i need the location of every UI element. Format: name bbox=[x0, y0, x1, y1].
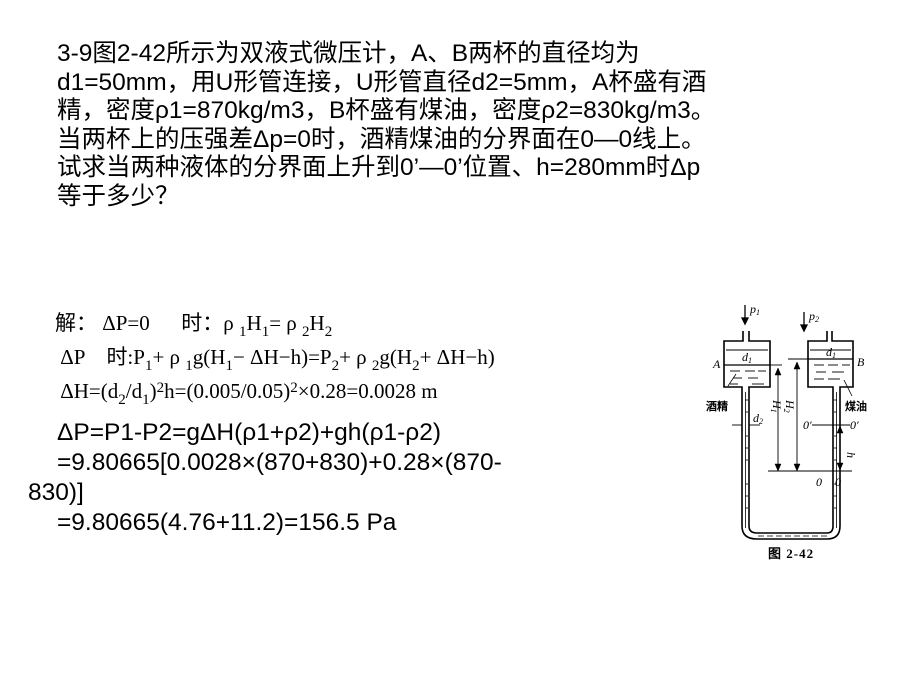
calc-line: ΔP=P1-P2=gΔH(ρ1+ρ2)+gh(ρ1-ρ2) bbox=[57, 419, 442, 446]
calc-line: =9.80665[0.0028×(870+830)+0.28×(870- bbox=[57, 449, 502, 476]
calc-line-result: =9.80665(4.76+11.2)=156.5 Pa bbox=[57, 509, 397, 536]
label-cup-b: B bbox=[857, 355, 865, 369]
label-d2: d2 bbox=[753, 411, 763, 426]
solution-equation-1: 解： ΔP=0 时：ρ 1H1= ρ 2H2 bbox=[55, 311, 333, 340]
label-h1: H1 bbox=[769, 399, 784, 413]
calc-line: 830)] bbox=[28, 479, 84, 506]
problem-line: d1=50mm，用U形管连接，U形管直径d2=5mm，A杯盛有酒 bbox=[57, 68, 707, 96]
solution-equation-3: ΔH=(d2/d1)2h=(0.005/0.05)2×0.28=0.0028 m bbox=[60, 379, 438, 408]
label-zero-right: 0 bbox=[835, 475, 841, 489]
manometer-diagram: p1 p2 d1 d1 A B d2 0′ 0′ h 0 0 H1 H2 酒精 … bbox=[706, 302, 867, 540]
solution-calculation: ΔP=P1-P2=gΔH(ρ1+ρ2)+gh(ρ1-ρ2) =9.80665[0… bbox=[0, 418, 700, 538]
label-alcohol: 酒精 bbox=[706, 399, 728, 413]
label-zero-prime-left: 0′ bbox=[803, 418, 812, 432]
label-h2: H2 bbox=[782, 399, 797, 413]
label-zero-left: 0 bbox=[816, 475, 822, 489]
label-p1: p1 bbox=[749, 302, 760, 317]
figure-caption: 图 2-42 bbox=[768, 546, 815, 561]
problem-line: 等于多少？ bbox=[57, 182, 180, 210]
manometer-figure: p1 p2 d1 d1 A B d2 0′ 0′ h 0 0 H1 H2 酒精 … bbox=[700, 300, 900, 570]
label-h: h bbox=[844, 452, 858, 458]
label-p2: p2 bbox=[808, 309, 819, 324]
solution-equations: 解： ΔP=0 时：ρ 1H1= ρ 2H2 ΔP 时:P1+ ρ 1g(H1−… bbox=[55, 306, 495, 408]
solution-equation-2: ΔP 时:P1+ ρ 1g(H1− ΔH−h)=P2+ ρ 2g(H2+ ΔH−… bbox=[60, 345, 495, 374]
label-d1-b: d1 bbox=[826, 345, 836, 360]
label-kerosene: 煤油 bbox=[845, 399, 867, 413]
label-cup-a: A bbox=[712, 357, 721, 371]
problem-line: 3-9图2-42所示为双液式微压计，A、B两杯的直径均为 bbox=[57, 40, 640, 67]
label-d1-a: d1 bbox=[742, 350, 752, 365]
problem-line: 试求当两种液体的分界面上升到0’—0’位置、h=280mm时Δp bbox=[57, 154, 701, 181]
arrow-down-icon bbox=[799, 324, 809, 333]
problem-line: 当两杯上的压强差Δp=0时，酒精煤油的分界面在0—0线上。 bbox=[57, 125, 706, 153]
label-zero-prime-right: 0′ bbox=[850, 418, 859, 432]
problem-statement: 3-9图2-42所示为双液式微压计，A、B两杯的直径均为 d1=50mm，用U形… bbox=[57, 40, 897, 211]
problem-line: 精，密度ρ1=870kg/m3，B杯盛有煤油，密度ρ2=830kg/m3。 bbox=[57, 97, 716, 124]
arrow-down-icon bbox=[740, 317, 750, 326]
